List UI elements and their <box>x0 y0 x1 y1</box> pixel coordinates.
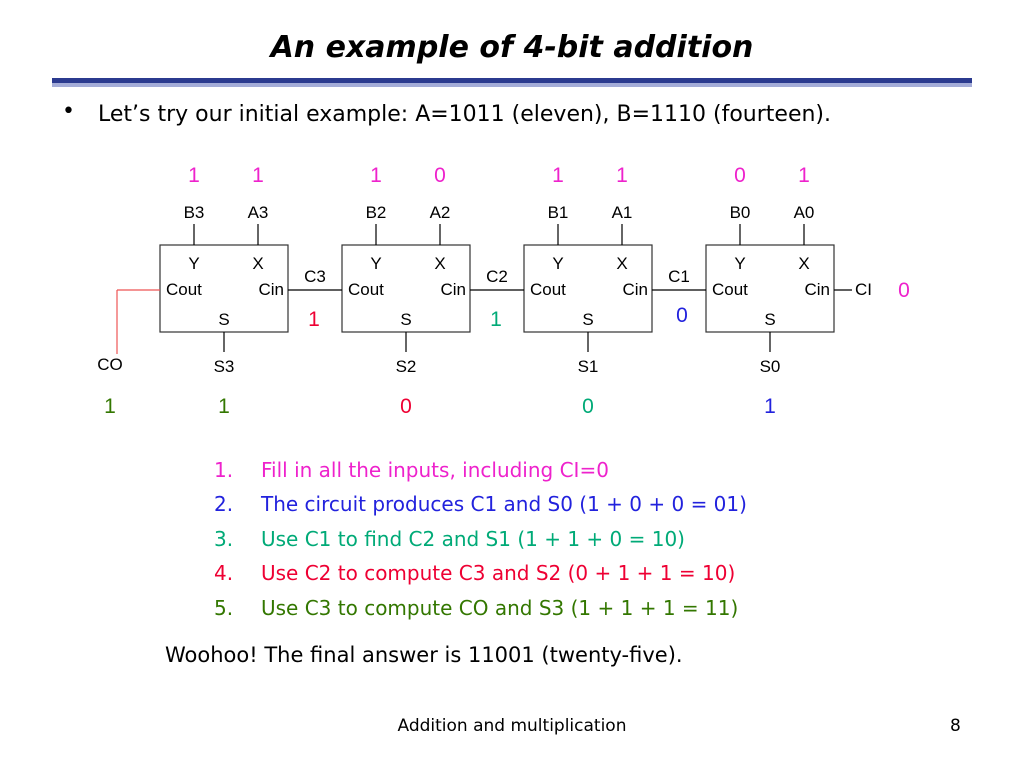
input-a-label: A3 <box>248 203 269 222</box>
port-cin-label: Cin <box>622 280 648 299</box>
port-x-label: X <box>616 254 627 273</box>
port-cout-label: Cout <box>166 280 202 299</box>
sum-output-value: 0 <box>582 395 594 418</box>
step-item: 3. Use C1 to find C2 and S1 (1 + 1 + 0 = … <box>214 525 747 559</box>
step-text: Use C1 to find C2 and S1 (1 + 1 + 0 = 10… <box>261 526 685 551</box>
input-a-label: A0 <box>794 203 815 222</box>
step-number: 3. <box>214 526 234 551</box>
sum-output-value: 1 <box>764 395 776 418</box>
port-cout-label: Cout <box>348 280 384 299</box>
step-number: 5. <box>214 595 234 620</box>
conclusion-text: Woohoo! The final answer is 11001 (twent… <box>165 643 683 667</box>
input-b-value: 1 <box>188 164 200 187</box>
step-text: The circuit produces C1 and S0 (1 + 0 + … <box>261 492 747 517</box>
carry-value: 1 <box>308 308 320 331</box>
carry-in-label: CI <box>855 280 872 299</box>
input-a-label: A1 <box>612 203 633 222</box>
bullet-icon: • <box>62 99 75 124</box>
sum-output-label: S1 <box>578 357 599 376</box>
input-a-value: 0 <box>434 164 446 187</box>
sum-output-label: S2 <box>396 357 417 376</box>
input-b-label: B1 <box>548 203 569 222</box>
adder-box <box>523 244 653 333</box>
input-a-value: 1 <box>252 164 264 187</box>
title-rule-dark <box>52 78 972 83</box>
port-y-label: Y <box>370 254 381 273</box>
input-b-label: B2 <box>366 203 387 222</box>
input-b-value: 1 <box>552 164 564 187</box>
step-text: Use C2 to compute C3 and S2 (0 + 1 + 1 =… <box>261 561 736 586</box>
port-x-label: X <box>252 254 263 273</box>
port-cin-label: Cin <box>804 280 830 299</box>
carry-value: 0 <box>676 304 688 327</box>
port-s-label: S <box>582 310 593 329</box>
step-number: 1. <box>214 458 234 482</box>
bullet-text: Let’s try our initial example: A=1011 (e… <box>98 102 831 127</box>
port-y-label: Y <box>188 254 199 273</box>
step-item: 1. Fill in all the inputs, including CI=0 <box>214 456 747 490</box>
carry-in-value: 0 <box>898 279 910 302</box>
input-b-value: 0 <box>734 164 746 187</box>
step-item: 4. Use C2 to compute C3 and S2 (0 + 1 + 1… <box>214 559 747 593</box>
carry-label: C3 <box>304 267 326 286</box>
step-item: 2. The circuit produces C1 and S0 (1 + 0 … <box>214 490 747 524</box>
carry-label: C1 <box>668 267 690 286</box>
step-text: Use C3 to compute CO and S3 (1 + 1 + 1 =… <box>261 595 739 620</box>
port-y-label: Y <box>734 254 745 273</box>
adder-box <box>705 244 835 333</box>
footer-title: Addition and multiplication <box>397 716 627 736</box>
carry-value: 1 <box>490 308 502 331</box>
steps-list: 1. Fill in all the inputs, including CI=0… <box>214 456 747 628</box>
port-x-label: X <box>434 254 445 273</box>
input-b-label: B0 <box>730 203 751 222</box>
carry-label: C2 <box>486 267 508 286</box>
port-s-label: S <box>764 310 775 329</box>
input-b-label: B3 <box>184 203 205 222</box>
port-x-label: X <box>798 254 809 273</box>
sum-output-label: S3 <box>214 357 235 376</box>
input-a-value: 1 <box>798 164 810 187</box>
port-cout-label: Cout <box>530 280 566 299</box>
step-item: 5. Use C3 to compute CO and S3 (1 + 1 + 1… <box>214 594 747 628</box>
port-y-label: Y <box>552 254 563 273</box>
input-a-value: 1 <box>616 164 628 187</box>
sum-output-value: 1 <box>218 395 230 418</box>
step-number: 2. <box>214 492 234 517</box>
title-rule-light <box>52 83 972 87</box>
sum-output-label: S0 <box>760 357 781 376</box>
step-number: 4. <box>214 561 234 586</box>
carry-out-value: 1 <box>104 395 116 418</box>
page-number: 8 <box>950 716 961 736</box>
port-cout-label: Cout <box>712 280 748 299</box>
port-cin-label: Cin <box>440 280 466 299</box>
port-cin-label: Cin <box>258 280 284 299</box>
sum-output-value: 0 <box>400 395 412 418</box>
input-b-value: 1 <box>370 164 382 187</box>
port-s-label: S <box>218 310 229 329</box>
slide-title: An example of 4-bit addition <box>270 30 754 65</box>
port-s-label: S <box>400 310 411 329</box>
step-text: Fill in all the inputs, including CI=0 <box>261 458 609 482</box>
input-a-label: A2 <box>430 203 451 222</box>
carry-out-label: CO <box>97 355 123 374</box>
